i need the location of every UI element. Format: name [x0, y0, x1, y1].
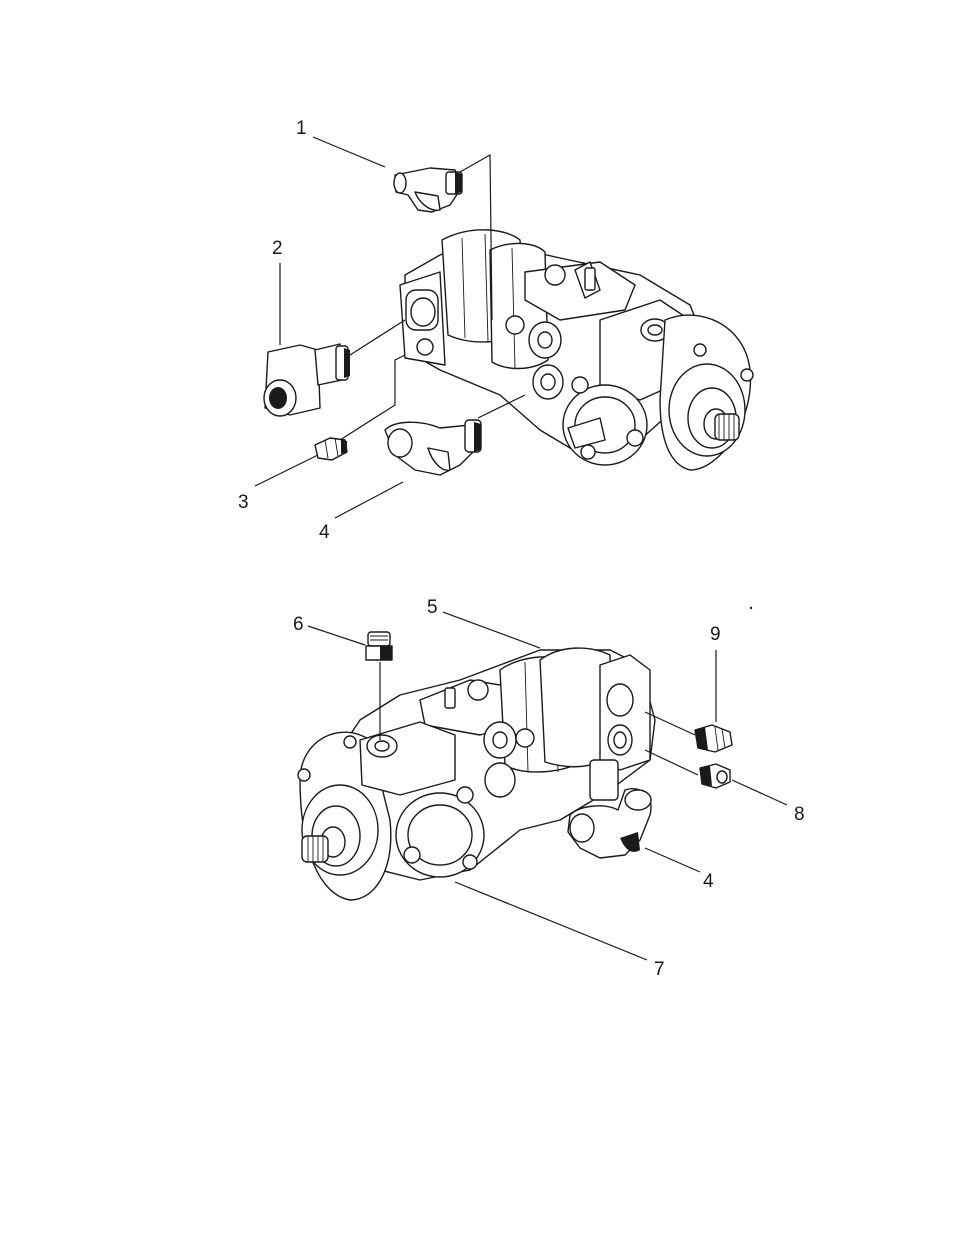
part-2-tee-fitting: [264, 344, 350, 416]
callout-8: 8: [794, 804, 805, 825]
callout-5: 5: [427, 597, 438, 618]
callout-4-top: 4: [319, 522, 330, 543]
callout-6: 6: [293, 614, 304, 635]
part-4-elbow-fitting-top: [385, 420, 481, 475]
callout-2: 2: [272, 238, 283, 259]
callout-3: 3: [238, 492, 249, 513]
part-6-fitting: [366, 632, 392, 660]
callout-4-bottom: 4: [703, 871, 714, 892]
part-3-nipple-fitting: [315, 438, 347, 460]
part-1-elbow-fitting: [394, 168, 462, 212]
part-9-fitting: [695, 725, 732, 752]
bottom-pump-assembly: [298, 648, 655, 900]
callout-1: 1: [296, 118, 307, 139]
callout-9: 9: [710, 624, 721, 645]
callout-7: 7: [654, 959, 665, 980]
part-8-fitting: [700, 764, 730, 788]
